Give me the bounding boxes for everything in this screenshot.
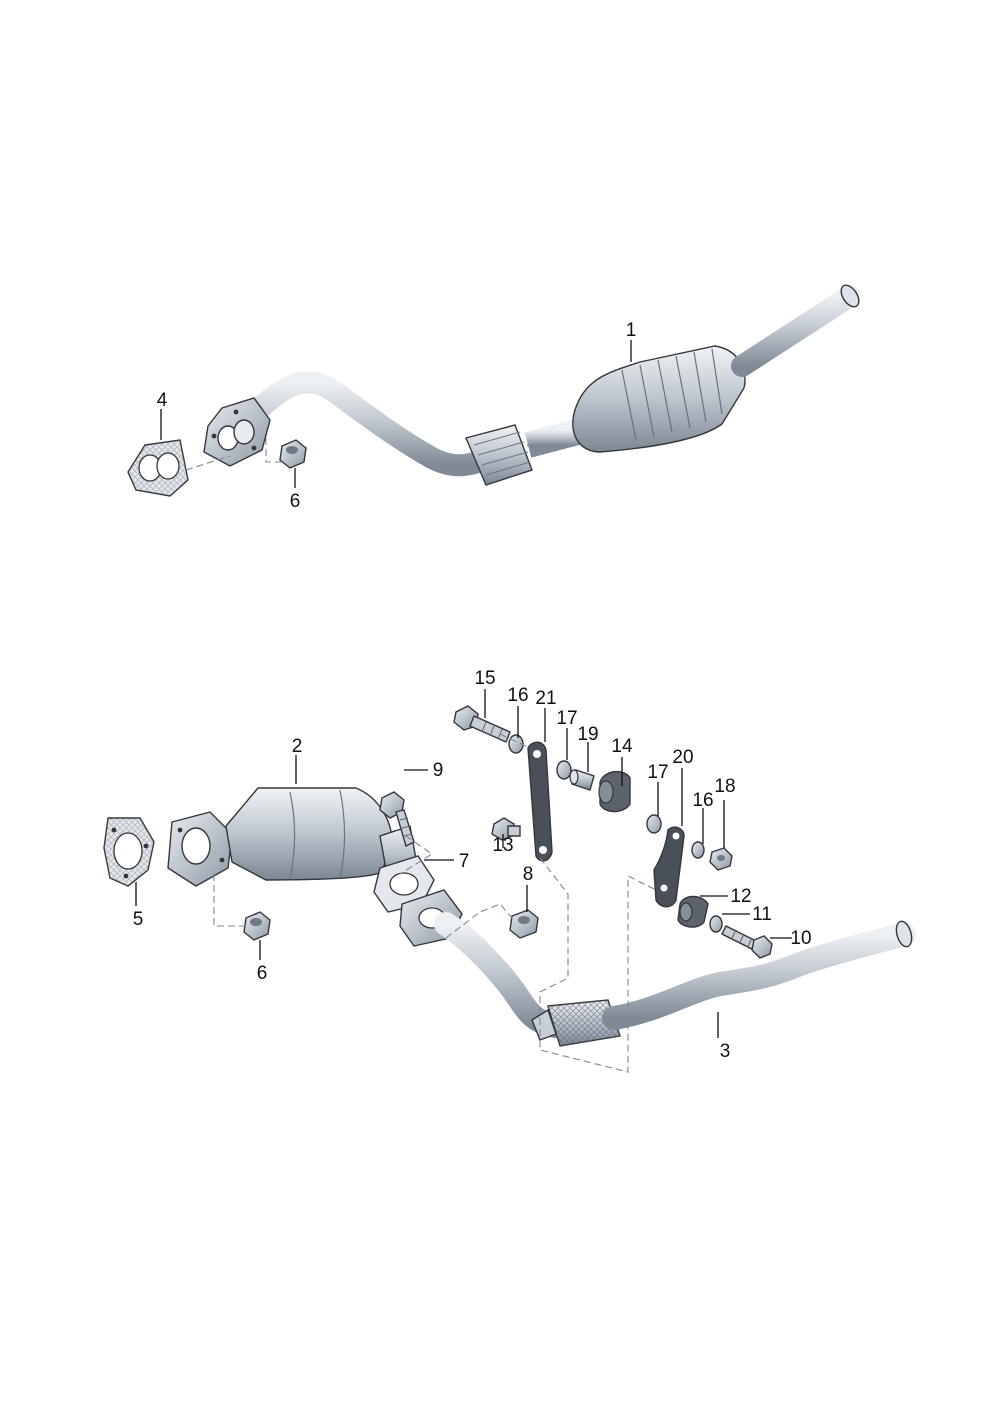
callout-14: 14	[611, 736, 633, 757]
washer-16-right	[691, 841, 705, 859]
callout-19: 19	[577, 724, 598, 745]
gasket-upper	[127, 439, 189, 497]
callout-13: 13	[492, 835, 513, 856]
lower-assembly	[103, 705, 916, 1073]
callout-labels: 1 2 3 4 5 6 6 7 8 9 10 11 12 13 14 15 16…	[133, 320, 812, 1062]
bolt-10	[721, 925, 773, 959]
bolt-15	[453, 705, 511, 743]
callout-12: 12	[730, 886, 751, 907]
gasket-lower	[103, 817, 155, 887]
washer-11	[709, 915, 723, 933]
callout-21: 21	[535, 688, 556, 709]
nut-8	[509, 909, 539, 939]
bracket-21	[527, 741, 553, 862]
callout-6-lower: 6	[257, 963, 268, 984]
callout-9: 9	[433, 760, 444, 781]
nut-lower	[243, 911, 271, 941]
callout-8: 8	[523, 864, 534, 885]
callout-2: 2	[292, 736, 303, 757]
bracket-20	[653, 826, 685, 908]
nut-18	[709, 847, 733, 871]
leader-lines	[135, 340, 792, 1038]
callout-17-right: 17	[647, 762, 668, 783]
callout-15: 15	[474, 668, 495, 689]
callout-16-right: 16	[692, 790, 713, 811]
washer-17	[556, 760, 572, 780]
callout-18: 18	[714, 776, 735, 797]
bolt-9	[379, 791, 415, 848]
washer-17-right	[646, 814, 662, 834]
callout-1: 1	[626, 320, 637, 341]
sleeve-19	[569, 769, 595, 791]
callout-16: 16	[507, 685, 528, 706]
bolt-13	[491, 817, 521, 841]
callout-11: 11	[752, 904, 772, 925]
upper-assembly	[127, 284, 861, 497]
callout-17: 17	[556, 708, 577, 729]
callout-3: 3	[720, 1041, 731, 1062]
rubber-mount-14	[598, 771, 631, 813]
nut-upper	[279, 439, 307, 469]
flange-gasket	[373, 855, 463, 947]
callout-10: 10	[790, 928, 811, 949]
callout-4: 4	[157, 390, 168, 411]
front-exhaust-pipe-with-catalyst	[203, 284, 861, 486]
rubber-mount-12	[677, 895, 709, 928]
callout-7: 7	[459, 851, 470, 872]
callout-6-upper: 6	[290, 491, 301, 512]
rear-exhaust-pipe	[434, 912, 916, 1047]
callout-5: 5	[133, 909, 144, 930]
callout-20: 20	[672, 747, 693, 768]
